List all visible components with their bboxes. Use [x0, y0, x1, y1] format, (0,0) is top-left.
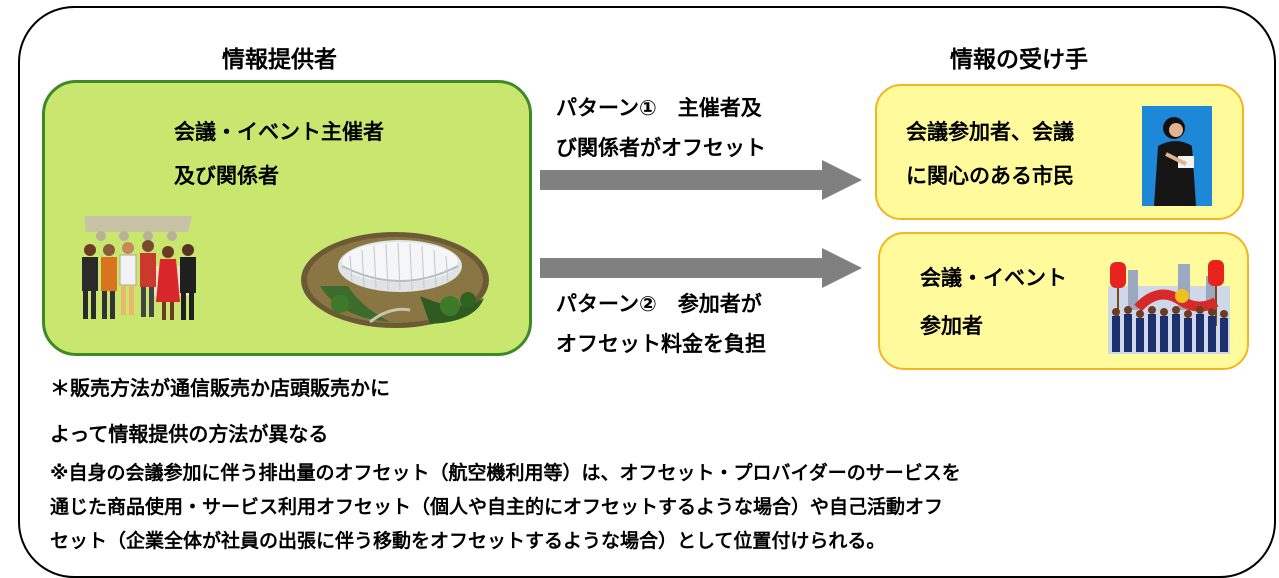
arrow-pattern-1 — [540, 160, 862, 200]
provider-box-line2: 及び関係者 — [174, 164, 279, 188]
party-people-clipart — [82, 216, 196, 320]
note-star-line2: よって情報提供の方法が異なる — [50, 422, 329, 446]
businesswoman-clipart — [1142, 106, 1212, 206]
pattern1-line2: び関係者がオフセット — [556, 136, 766, 160]
provider-box-line1: 会議・イベント主催者 — [174, 120, 384, 144]
parade-crowd-clipart — [1108, 260, 1230, 354]
receiver-box1-line1: 会議参加者、会議 — [906, 120, 1074, 144]
provider-heading: 情報提供者 — [222, 47, 337, 73]
stadium-clipart — [301, 232, 489, 328]
receiver-box2-line2: 参加者 — [920, 314, 983, 338]
note-ref-line1: ※自身の会議参加に伴う排出量のオフセット（航空機利用等）は、オフセット・プロバイ… — [50, 462, 961, 484]
note-star-line1: ＊販売方法が通信販売か店頭販売かに — [50, 376, 390, 400]
receiver-box2-line1: 会議・イベント — [920, 266, 1067, 290]
arrow-pattern-2 — [540, 248, 862, 288]
note-ref-line3: セット（企業全体が社員の出張に伴う移動をオフセットするような場合）として位置付け… — [50, 530, 886, 552]
pattern2-line1: パターン② 参加者が — [556, 292, 762, 316]
receiver-heading: 情報の受け手 — [950, 47, 1088, 73]
note-ref-line2: 通じた商品使用・サービス利用オフセット（個人や自主的にオフセットするような場合）… — [50, 496, 944, 518]
receiver-box1-line2: に関心のある市民 — [906, 164, 1074, 188]
pattern1-line1: パターン① 主催者及 — [556, 96, 762, 120]
flow-arrows — [540, 160, 862, 288]
pattern2-line2: オフセット料金を負担 — [556, 332, 766, 356]
